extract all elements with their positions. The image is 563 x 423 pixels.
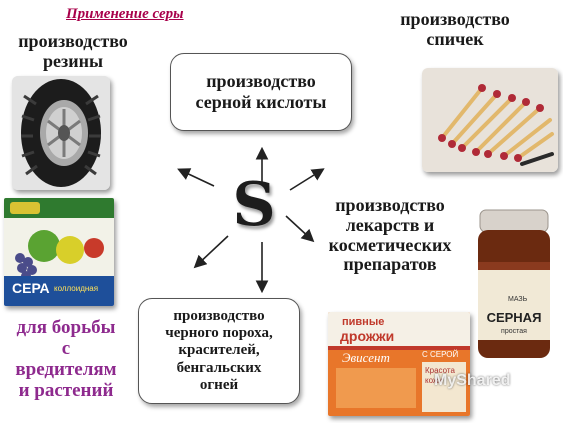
box-gunpowder: производство черного пороха, красителей,…	[138, 298, 300, 404]
label-line: лекарств и	[345, 214, 435, 235]
box-line: бенгальских	[176, 359, 262, 376]
box-line: производство	[206, 71, 316, 91]
yeast-with: С СЕРОЙ	[422, 350, 459, 359]
box-line: огней	[199, 376, 239, 393]
pack-type: коллоидная	[54, 284, 99, 293]
box-line: красителей,	[178, 342, 260, 359]
yeast-box: пивные дрожжи Эвисент С СЕРОЙ Красота ко…	[328, 312, 470, 416]
label-line: для борьбы	[16, 317, 116, 338]
pack-brand: СЕРА	[12, 280, 50, 296]
arrow-up-right	[289, 168, 325, 191]
tire-photo	[12, 76, 110, 190]
yeast-beauty-2: кожи	[425, 376, 443, 385]
jar-top: МАЗЬ	[508, 296, 528, 303]
sulfur-colloid-pack: СЕРА коллоидная	[4, 198, 114, 306]
arrow-right	[285, 215, 315, 243]
label-rubber: производство резины	[2, 31, 144, 72]
label-line: производство	[18, 31, 128, 51]
label-matches: производство спичек	[380, 9, 530, 50]
box-line: производство	[173, 307, 265, 324]
arrow-up-left	[177, 168, 215, 187]
yeast-brand: Эвисент	[342, 350, 390, 365]
label-pests: для борьбы с вредителям и растений	[4, 317, 128, 402]
matches-photo	[422, 68, 558, 172]
arrow-down-left	[193, 235, 229, 269]
box-line: серной кислоты	[195, 92, 327, 112]
label-medicine: производство лекарств и косметических пр…	[310, 195, 470, 275]
box-line: черного пороха,	[165, 325, 273, 342]
sulfur-symbol: S	[232, 170, 276, 240]
yeast-beauty: Красота	[425, 366, 455, 375]
label-line: резины	[42, 50, 104, 71]
jar-sub: простая	[501, 328, 527, 335]
sulfur-ointment-jar: МАЗЬ СЕРНАЯ простая	[470, 204, 558, 364]
box-sulfuric-acid: производство серной кислоты	[170, 53, 352, 131]
label-line: косметических	[328, 234, 452, 255]
watermark: MyShared	[434, 372, 511, 389]
label-line: препаратов	[343, 254, 437, 275]
label-line: вредителям	[15, 358, 117, 380]
yeast-title-2: дрожжи	[340, 328, 395, 344]
label-line: и растений	[18, 379, 114, 401]
label-line: спичек	[426, 28, 484, 49]
label-line: с	[61, 337, 71, 359]
label-line: производство	[400, 9, 510, 29]
jar-label: СЕРНАЯ	[486, 310, 542, 325]
page-title: Применение серы	[66, 6, 184, 22]
label-line: производство	[335, 195, 445, 215]
yeast-title-1: пивные	[342, 316, 385, 328]
